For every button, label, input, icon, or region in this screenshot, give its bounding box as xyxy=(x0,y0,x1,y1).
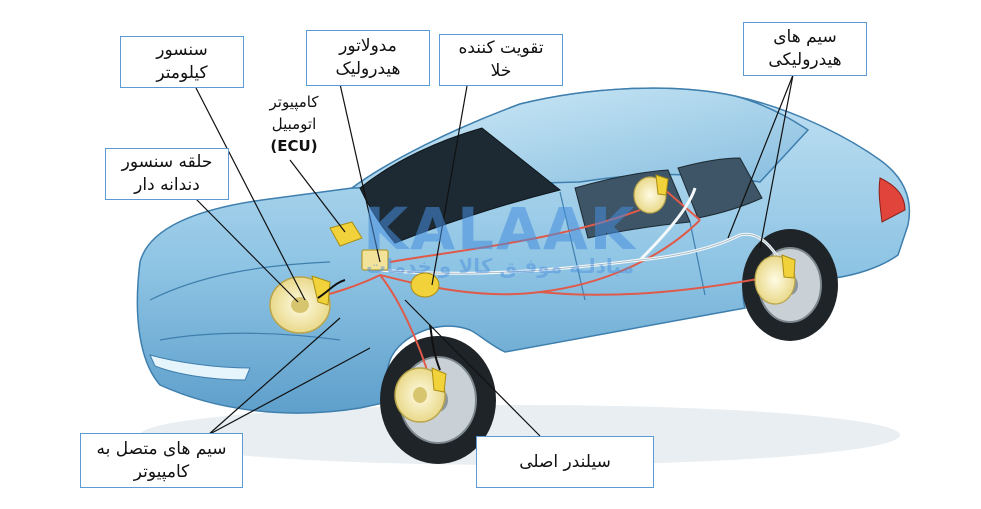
label-master-cylinder: سیلندر اصلی xyxy=(476,436,654,488)
rear-left-caliper xyxy=(655,174,669,196)
label-speed-sensor-line1: سنسور xyxy=(156,40,208,61)
label-hydraulic-modulator-line2: هیدرولیک xyxy=(335,59,401,79)
brake-line-network xyxy=(304,189,781,381)
door-line xyxy=(559,191,706,301)
tail-light xyxy=(878,177,906,223)
label-hydraulic-lines-line2: هیدرولیکی xyxy=(768,50,842,70)
label-computer-wires-line1: سیم های متصل به xyxy=(96,438,227,459)
sensor-cable xyxy=(317,279,441,371)
label-computer-wires: سیم های متصل به کامپیوتر xyxy=(80,433,243,488)
label-ecu-line1: کامپیوتر xyxy=(269,93,319,112)
label-toothed-ring-line1: حلقه سنسور xyxy=(121,152,213,173)
front-left-rotor-center xyxy=(291,297,309,313)
label-speed-sensor: سنسور کیلومتر xyxy=(120,36,244,88)
leader-lines xyxy=(194,74,794,437)
hydraulic-tube-outline xyxy=(379,233,786,274)
ecu-unit xyxy=(329,221,363,247)
label-toothed-ring-line2: دندانه دار xyxy=(134,175,200,195)
label-hydraulic-lines-line1: سیم های xyxy=(773,27,837,48)
label-ecu: کامپیوتر اتومبیل (ECU) xyxy=(243,88,345,162)
label-vacuum-booster-line2: خلا xyxy=(490,61,512,81)
label-vacuum-booster-line1: تقویت کننده xyxy=(458,38,544,59)
hydraulic-modulator-unit xyxy=(361,249,389,271)
headlight xyxy=(149,354,251,381)
windshield xyxy=(359,127,562,244)
front-right-rotor-center xyxy=(413,387,427,403)
label-speed-sensor-line2: کیلومتر xyxy=(156,63,208,83)
label-computer-wires-line2: کامپیوتر xyxy=(133,461,190,482)
label-toothed-ring: حلقه سنسور دندانه دار xyxy=(105,148,229,200)
rear-right-caliper xyxy=(781,254,796,279)
label-ecu-line2: اتومبیل xyxy=(271,115,317,134)
front-right-caliper xyxy=(431,367,447,393)
label-ecu-line3: (ECU) xyxy=(270,136,318,155)
label-vacuum-booster: تقویت کننده خلا xyxy=(439,34,563,86)
side-window-rear xyxy=(677,157,763,219)
label-hydraulic-lines: سیم های هیدرولیکی xyxy=(743,22,867,76)
car-shadow xyxy=(140,405,900,465)
label-hydraulic-modulator: مدولاتور هیدرولیک xyxy=(306,30,430,86)
label-master-cylinder-line1: سیلندر اصلی xyxy=(519,451,611,472)
vacuum-booster-unit xyxy=(410,272,440,298)
label-hydraulic-modulator-line1: مدولاتور xyxy=(339,36,397,57)
front-left-caliper xyxy=(311,275,331,306)
